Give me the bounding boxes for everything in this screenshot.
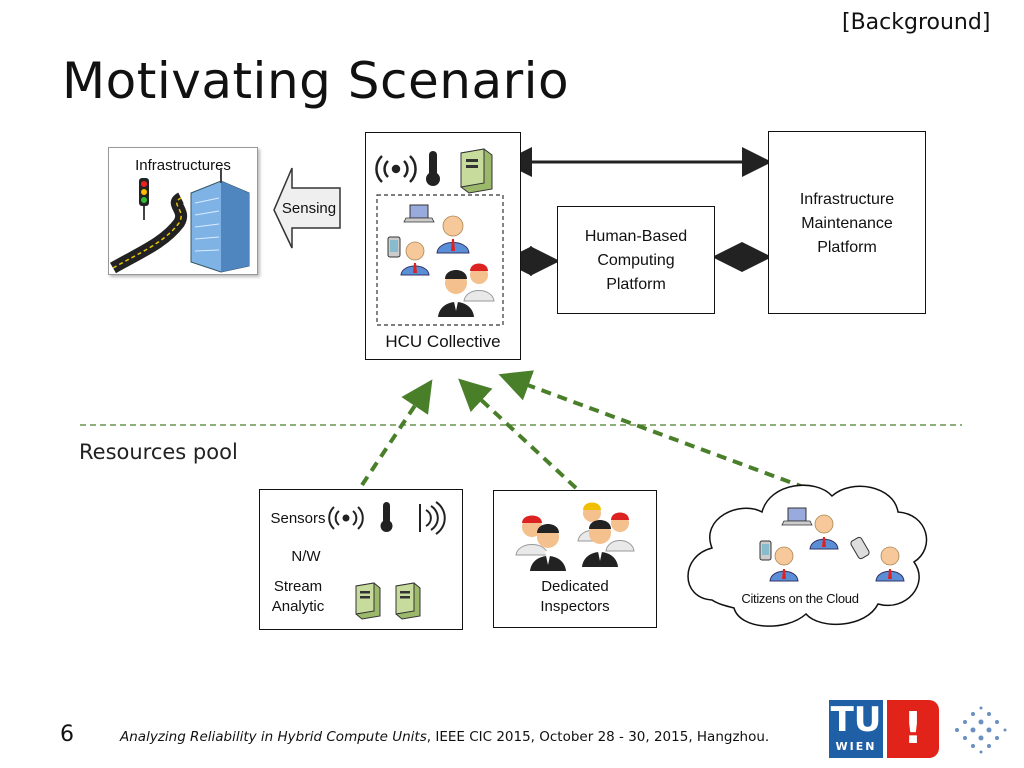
logo-exclamation: !: [902, 703, 924, 754]
logo-tu-text: TU: [830, 700, 882, 740]
dashed-arrow-inspectors: [458, 378, 578, 490]
thermometer-icon: [426, 151, 440, 186]
section-tag: [Background]: [842, 10, 991, 35]
imp-label-line-2: Maintenance: [801, 215, 893, 232]
server-icon: [395, 582, 421, 620]
sensing-arrow: [273, 167, 341, 249]
infrastructure-illustration: [110, 168, 250, 274]
tu-wien-logo: TU WIEN !: [829, 700, 1009, 760]
server-icon: [355, 582, 381, 620]
inspector-person-icon: [530, 524, 566, 571]
antenna-signal-icon: [419, 501, 446, 535]
hbcp-label-line-3: Platform: [606, 276, 666, 293]
nw-label: N/W: [291, 548, 321, 565]
page-number: 6: [60, 722, 74, 747]
imp-box: Infrastructure Maintenance Platform: [768, 131, 926, 314]
sensors-label: Sensors: [270, 510, 326, 527]
inspector-person-icon: [605, 512, 635, 552]
logo-dots: [955, 706, 1007, 754]
inspectors-label-line-2: Inspectors: [540, 598, 610, 615]
citizen-person-icon: [400, 241, 430, 276]
citizen-person-icon: [436, 215, 470, 254]
phone-icon: [387, 236, 401, 258]
hcu-collective-label: HCU Collective: [385, 332, 501, 351]
infrastructures-box: Infrastructures: [108, 147, 258, 275]
hcu-icons: [375, 148, 504, 326]
infrastructures-label: Infrastructures: [135, 157, 231, 174]
hbcp-label-line-1: Human-Based: [584, 228, 688, 245]
inspectors-label-line-1: Dedicated: [541, 578, 609, 595]
sensor-signal-icon: [328, 506, 364, 530]
inspectors-icons: [515, 502, 635, 571]
footer-citation: Analyzing Reliability in Hybrid Compute …: [120, 729, 769, 745]
imp-label-line-1: Infrastructure: [799, 191, 895, 208]
inspector-person-icon: [582, 520, 618, 567]
stream-label-line-2: Analytic: [271, 598, 325, 615]
imp-label-line-3: Platform: [817, 239, 877, 256]
cloud-shape: [687, 484, 928, 627]
dashed-arrow-sensors: [360, 379, 433, 487]
inspectors-box: Dedicated Inspectors: [493, 490, 657, 628]
dashed-arrow-citizens: [498, 370, 807, 490]
hcu-collective-box: HCU Collective: [365, 132, 521, 360]
stream-label-line-1: Stream: [273, 578, 323, 595]
sensors-icons: [328, 501, 446, 620]
footer-paper-title: Analyzing Reliability in Hybrid Compute …: [120, 729, 427, 745]
slide-title: Motivating Scenario: [62, 52, 570, 110]
inspector-person-icon: [438, 270, 474, 317]
inspector-person-icon: [463, 263, 495, 302]
server-icon: [460, 148, 493, 194]
logo-wien-text: WIEN: [835, 740, 877, 753]
sensors-box: Sensors N/W Stream Analytic: [259, 489, 463, 630]
hbcp-box: Human-Based Computing Platform: [557, 206, 715, 314]
logo-tu-block: TU WIEN: [829, 700, 883, 758]
footer-venue: , IEEE CIC 2015, October 28 - 30, 2015, …: [426, 729, 770, 745]
resources-pool-label: Resources pool: [79, 440, 238, 464]
logo-red-block: !: [887, 700, 939, 758]
laptop-icon: [403, 204, 435, 223]
citizens-label: Citizens on the Cloud: [741, 591, 859, 606]
hbcp-label-line-2: Computing: [597, 252, 675, 269]
sensor-signal-icon: [375, 155, 417, 183]
sensing-label: Sensing: [281, 200, 337, 217]
thermometer-icon: [380, 502, 393, 532]
